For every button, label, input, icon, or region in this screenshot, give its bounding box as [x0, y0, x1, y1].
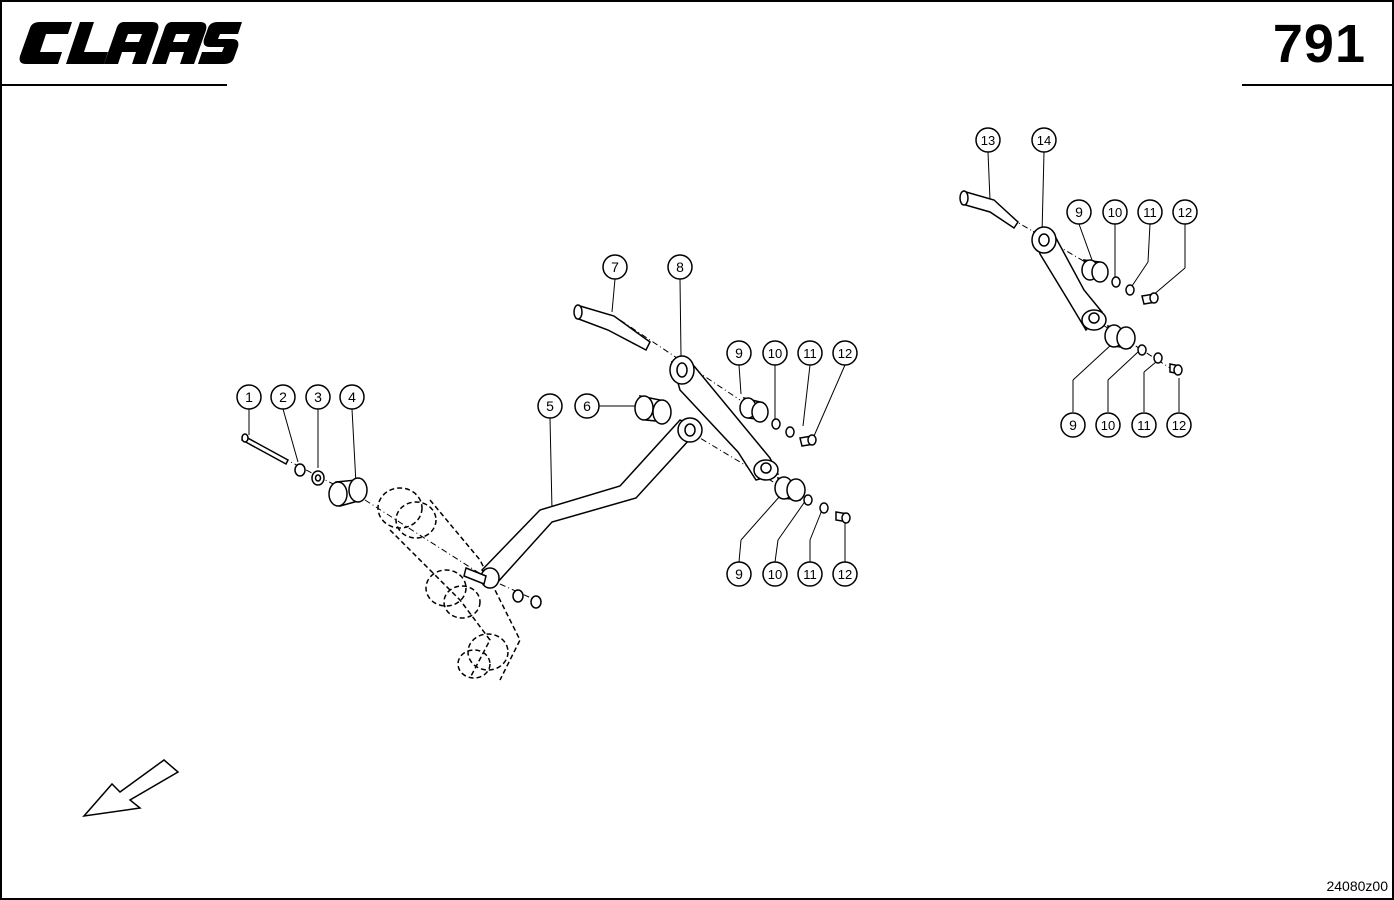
callout-detail_bottom_row-12: 12 — [1166, 412, 1192, 438]
part-bushing-9-detail-upper — [1081, 259, 1109, 283]
callout-main_assembly-3: 3 — [305, 384, 331, 410]
callout-main_assembly-5: 5 — [537, 393, 563, 419]
part-screw-12-detail-lower — [1169, 363, 1183, 376]
callout-detail_bottom_row-10: 10 — [1095, 412, 1121, 438]
page-number: 791 — [1272, 14, 1366, 74]
part-washer-11-detail-upper — [1125, 284, 1135, 296]
leader-lines-detail — [987, 151, 1186, 412]
part-bushing-9-upper — [739, 396, 769, 423]
callout-label: 3 — [314, 389, 322, 405]
callout-detail_bottom_row-11: 11 — [1131, 412, 1157, 438]
callout-detail_top_row-12: 12 — [1172, 199, 1198, 225]
callout-label: 11 — [803, 567, 817, 582]
part-washer-11-upper — [785, 426, 795, 438]
part-link-rod-5 — [480, 417, 703, 589]
callout-detail_top_row-14: 14 — [1031, 127, 1057, 153]
callout-label: 12 — [838, 567, 852, 582]
part-screw-12-lower — [835, 511, 851, 524]
callout-main_assembly-2: 2 — [270, 384, 296, 410]
callout-label: 12 — [1178, 205, 1192, 220]
drawing-reference: 24080z00 — [1326, 878, 1388, 894]
callout-label: 10 — [768, 346, 782, 361]
part-nut-small — [530, 595, 542, 609]
part-bushing-4 — [328, 477, 368, 507]
callout-label: 11 — [1137, 418, 1151, 433]
callout-main_lower_row-11: 11 — [797, 561, 823, 587]
callout-label: 9 — [1075, 204, 1083, 220]
callout-label: 8 — [676, 259, 684, 275]
part-washer-3 — [311, 470, 325, 486]
part-pin-7 — [573, 304, 651, 352]
header-rule-left — [0, 84, 227, 86]
callout-label: 9 — [1069, 417, 1077, 433]
callout-main_assembly-11: 11 — [797, 340, 823, 366]
part-washer-11-detail-lower — [1153, 352, 1163, 364]
callout-detail_top_row-9: 9 — [1066, 199, 1092, 225]
part-washer-10-detail-lower — [1137, 344, 1147, 356]
part-bushing-9-detail-lower — [1104, 324, 1136, 350]
callout-main_assembly-9: 9 — [726, 340, 752, 366]
leader-lines-main — [248, 278, 846, 603]
callout-label: 10 — [1101, 418, 1115, 433]
callout-main_assembly-8: 8 — [667, 254, 693, 280]
callout-label: 1 — [245, 389, 253, 405]
callout-main_lower_row-9: 9 — [726, 561, 752, 587]
callout-detail_top_row-10: 10 — [1102, 199, 1128, 225]
callout-label: 5 — [546, 398, 554, 414]
part-bushing-9-lower — [774, 476, 806, 502]
callout-label: 2 — [279, 389, 287, 405]
callout-label: 10 — [768, 567, 782, 582]
callout-label: 13 — [981, 133, 995, 148]
part-washer-10-upper — [771, 418, 781, 430]
part-bolt-1 — [241, 433, 289, 466]
part-pin-13 — [959, 190, 1019, 230]
part-washer-11-lower — [819, 502, 829, 514]
callout-label: 10 — [1108, 205, 1122, 220]
callout-label: 9 — [735, 345, 743, 361]
callout-main_assembly-6: 6 — [574, 393, 600, 419]
callout-label: 12 — [1172, 418, 1186, 433]
part-washer-10-detail-upper — [1111, 276, 1121, 288]
part-screw-12-upper — [799, 434, 817, 447]
callout-main_assembly-1: 1 — [236, 384, 262, 410]
part-axle-housing — [377, 487, 521, 681]
part-lever-8 — [669, 355, 780, 481]
part-washer-10-lower — [803, 494, 813, 506]
part-washer-small — [512, 589, 524, 603]
arrow-down-left-icon — [82, 759, 180, 818]
callout-label: 12 — [838, 346, 852, 361]
callout-main_assembly-7: 7 — [602, 254, 628, 280]
callout-label: 4 — [348, 389, 356, 405]
callout-main_assembly-4: 4 — [339, 384, 365, 410]
part-pin-stub — [463, 566, 487, 586]
claas-logo — [19, 22, 242, 64]
callout-main_assembly-12: 12 — [832, 340, 858, 366]
header-rule-right — [1242, 84, 1394, 86]
callout-label: 7 — [611, 259, 619, 275]
part-lever-14 — [1031, 226, 1107, 332]
callout-label: 11 — [803, 346, 817, 361]
callout-label: 9 — [735, 566, 743, 582]
callout-detail_bottom_row-9: 9 — [1060, 412, 1086, 438]
part-screw-12-detail-upper — [1141, 292, 1159, 305]
part-washer-2 — [294, 463, 306, 477]
callout-label: 14 — [1037, 133, 1051, 148]
callout-label: 6 — [583, 398, 591, 414]
callout-detail_top_row-11: 11 — [1137, 199, 1163, 225]
callout-label: 11 — [1143, 205, 1157, 220]
callout-main_lower_row-12: 12 — [832, 561, 858, 587]
callout-detail_top_row-13: 13 — [975, 127, 1001, 153]
callout-main_assembly-10: 10 — [762, 340, 788, 366]
callout-main_lower_row-10: 10 — [762, 561, 788, 587]
part-bushing-6 — [634, 395, 672, 425]
